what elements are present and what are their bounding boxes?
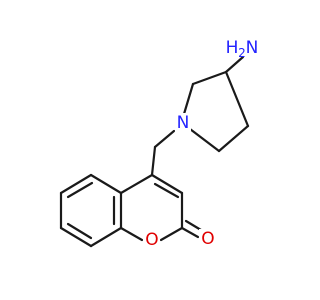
bond-benz-double-1 [66, 181, 94, 199]
amine-n-label: N [246, 38, 259, 58]
bond-c2-carbonyl-a [180, 226, 200, 239]
bond-ch2-c4 [150, 145, 157, 177]
atom-labels: H 2 N N O O [143, 38, 258, 250]
ring-n-label: N [177, 113, 190, 133]
bond-c5-c6 [59, 173, 93, 195]
bond-pyr-c5-c4 [217, 124, 250, 153]
bond-pyr-c4-c3 [224, 70, 250, 128]
amine-subscript-label: 2 [238, 46, 246, 60]
bond-benz-double-2 [66, 222, 93, 240]
bond-amine [224, 55, 245, 74]
bond-c4a-c4 [119, 173, 154, 195]
bond-c8-c8a [89, 226, 123, 248]
bond-c4-c3-double [153, 182, 180, 199]
structure-drawing: H 2 N N O O [59, 38, 258, 250]
bond-pyr-c3-c2 [191, 70, 228, 86]
bond-pyr-n-c5 [188, 127, 221, 153]
bond-c2-carbonyl-b [184, 219, 203, 232]
carbonyl-o-label: O [201, 229, 214, 249]
bonds [59, 55, 250, 248]
bond-c4a-c5 [89, 173, 123, 195]
bond-c4-c3 [150, 173, 184, 195]
amine-h-label: H [226, 38, 239, 58]
bond-pyr-c2-n [182, 82, 195, 116]
ring-o-label: O [145, 230, 158, 250]
bond-o1-c8a [119, 226, 144, 242]
bond-c7-c8 [59, 226, 93, 248]
bond-n-ch2 [153, 129, 176, 149]
molecule-diagram: H 2 N N O O [59, 38, 258, 250]
bond-c2-o1 [159, 226, 184, 242]
